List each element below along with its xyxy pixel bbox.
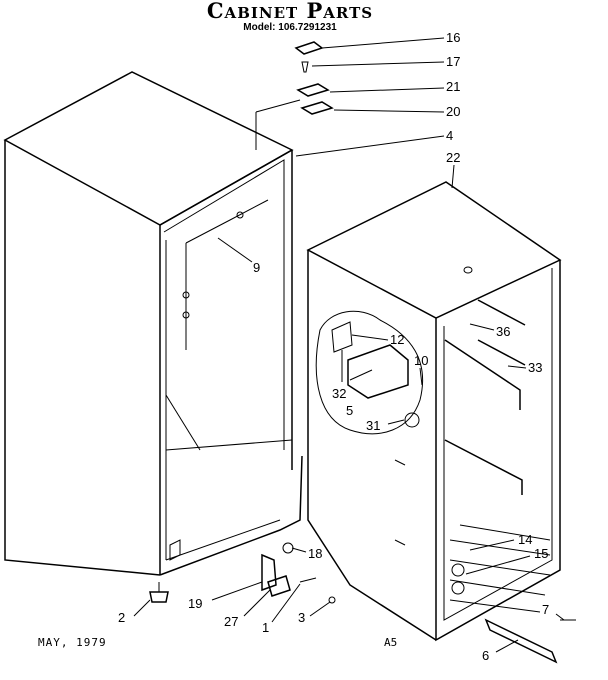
- leader-lines: [133, 37, 565, 653]
- date-label: MAY, 1979: [38, 636, 107, 649]
- callout-27: 27: [224, 614, 238, 629]
- callout-14: 14: [518, 532, 532, 547]
- callout-12: 12: [390, 332, 404, 347]
- callout-10: 10: [414, 353, 428, 368]
- callout-4: 4: [446, 128, 453, 143]
- callout-36: 36: [496, 324, 510, 339]
- callout-2: 2: [118, 610, 125, 625]
- callout-31: 31: [366, 418, 380, 433]
- callout-17: 17: [446, 54, 460, 69]
- callout-3: 3: [298, 610, 305, 625]
- top-hinge-assembly: [255, 41, 334, 150]
- callout-5: 5: [346, 403, 353, 418]
- callout-7: 7: [542, 602, 549, 617]
- callout-9: 9: [253, 260, 260, 275]
- cabinet-liner: [306, 181, 562, 642]
- callout-18: 18: [308, 546, 322, 561]
- callout-1: 1: [262, 620, 269, 635]
- callout-16: 16: [446, 30, 460, 45]
- model-number: Model: 106.7291231: [243, 22, 337, 33]
- callout-21: 21: [446, 79, 460, 94]
- callout-22: 22: [446, 150, 460, 165]
- callout-20: 20: [446, 104, 460, 119]
- callout-19: 19: [188, 596, 202, 611]
- cabinet-shell: [3, 71, 303, 576]
- callout-6: 6: [482, 648, 489, 663]
- callout-32: 32: [332, 386, 346, 401]
- page-code: A5: [384, 636, 398, 649]
- callout-33: 33: [528, 360, 542, 375]
- page-title: Cabinet Parts: [206, 0, 374, 23]
- bottom-hardware: [149, 542, 576, 664]
- callout-15: 15: [534, 546, 548, 561]
